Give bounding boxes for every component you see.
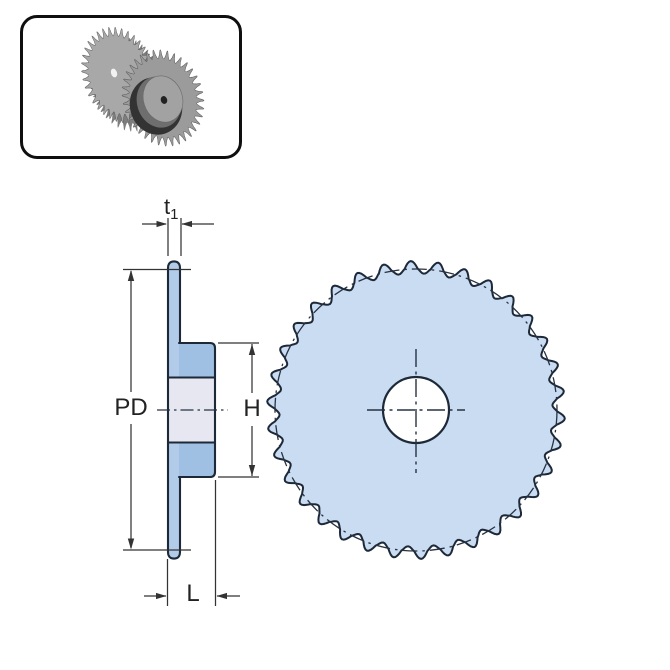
back-gear-hole [110, 68, 118, 78]
thumbnail-box [20, 15, 242, 159]
dimension-annotations [123, 218, 259, 606]
hub-bore-hole [160, 96, 168, 104]
bore-edges [166, 376, 217, 444]
l-dimension [144, 480, 240, 606]
t1-arrow-left [156, 220, 167, 228]
h-dimension [218, 342, 259, 478]
h-arrow-top [248, 344, 256, 355]
dim-label-l: L [186, 580, 200, 607]
front-sprocket [121, 49, 205, 147]
h-arrow-bottom [248, 465, 256, 476]
dim-label-h: H [243, 395, 261, 422]
l-arrow-right [216, 592, 227, 600]
dim-label-pd: PD [114, 394, 148, 421]
center-crosshair [367, 349, 465, 473]
front-view [266, 260, 566, 560]
plate-outline-top [166, 260, 182, 554]
dim-label-t1-sub: 1 [170, 206, 179, 223]
pd-arrow-bottom [127, 538, 135, 550]
side-view [157, 260, 228, 560]
plate-outline-bottom [166, 475, 182, 560]
t1-dimension [142, 218, 214, 256]
pd-dimension [123, 268, 191, 551]
t1-arrow-right [181, 220, 192, 228]
pd-arrow-top [127, 270, 135, 281]
dim-label-t1: t1 [164, 194, 179, 223]
dim-label-t1-base: t [164, 194, 171, 219]
l-arrow-left [156, 592, 167, 600]
sprocket-3d-image [81, 26, 205, 147]
pitch-circle [274, 268, 558, 552]
